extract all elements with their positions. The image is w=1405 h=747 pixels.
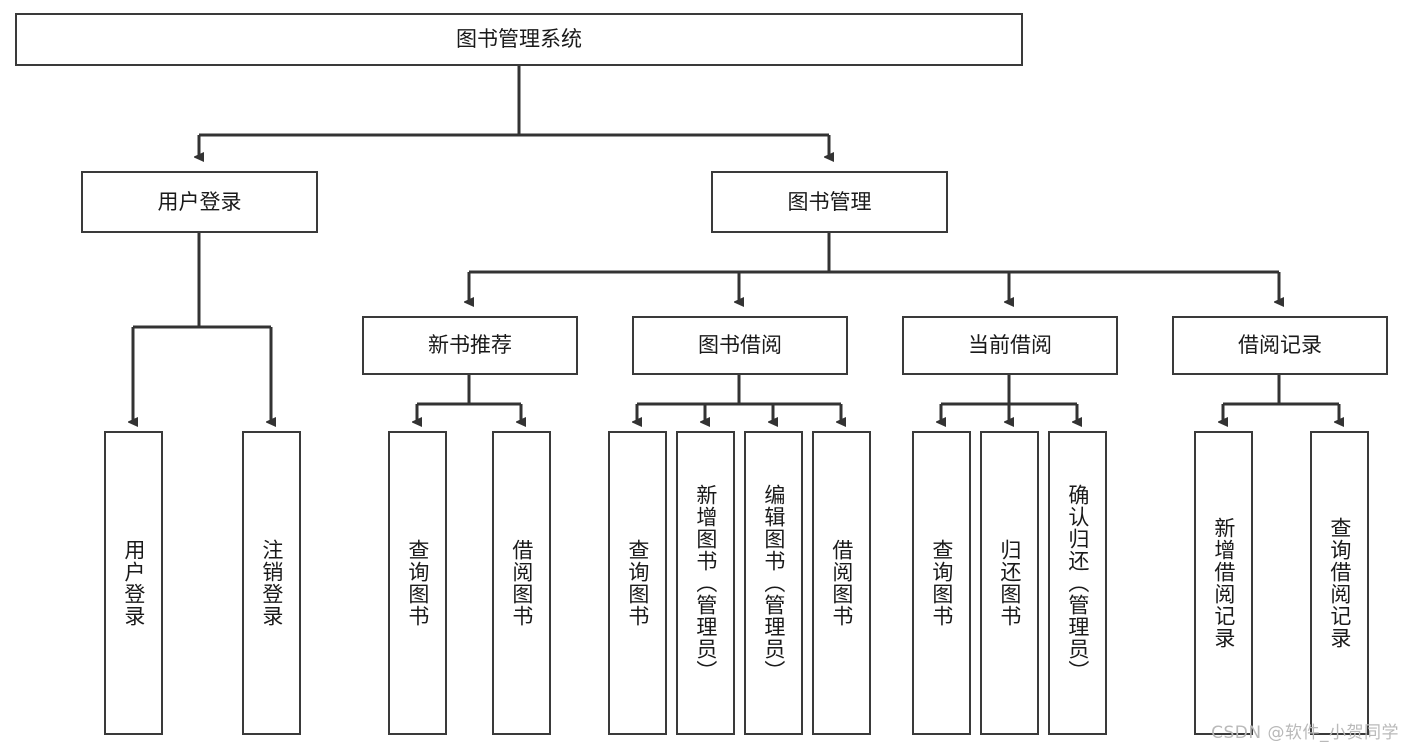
node-label: 借阅图书 bbox=[829, 539, 854, 627]
node-leaf-borrow-books[interactable]: 借阅图书 bbox=[812, 431, 871, 735]
node-new-book-recommendation[interactable]: 新书推荐 bbox=[362, 316, 578, 375]
node-label: 查询图书 bbox=[625, 539, 650, 627]
node-book-management[interactable]: 图书管理 bbox=[711, 171, 948, 233]
node-label: 新书推荐 bbox=[428, 333, 512, 358]
node-leaf-query-books-recommend[interactable]: 查询图书 bbox=[388, 431, 447, 735]
node-label: 新增图书（管理员） bbox=[693, 484, 718, 682]
node-leaf-logout[interactable]: 注销登录 bbox=[242, 431, 301, 735]
node-label: 图书管理系统 bbox=[456, 27, 582, 52]
watermark-text: CSDN @软件_小贺同学 bbox=[1211, 723, 1399, 743]
node-leaf-query-books-current[interactable]: 查询图书 bbox=[912, 431, 971, 735]
node-leaf-query-borrow-record[interactable]: 查询借阅记录 bbox=[1310, 431, 1369, 735]
node-borrow-records[interactable]: 借阅记录 bbox=[1172, 316, 1388, 375]
node-label: 用户登录 bbox=[121, 539, 146, 627]
node-label: 查询图书 bbox=[929, 539, 954, 627]
node-label: 新增借阅记录 bbox=[1211, 517, 1236, 649]
node-leaf-user-login[interactable]: 用户登录 bbox=[104, 431, 163, 735]
node-label: 查询图书 bbox=[405, 539, 430, 627]
node-label: 注销登录 bbox=[259, 539, 284, 627]
node-leaf-add-borrow-record[interactable]: 新增借阅记录 bbox=[1194, 431, 1253, 735]
node-label: 图书借阅 bbox=[698, 333, 782, 358]
node-leaf-return-books[interactable]: 归还图书 bbox=[980, 431, 1039, 735]
node-label: 编辑图书（管理员） bbox=[761, 484, 786, 682]
node-leaf-borrow-books-recommend[interactable]: 借阅图书 bbox=[492, 431, 551, 735]
node-user-login[interactable]: 用户登录 bbox=[81, 171, 318, 233]
node-leaf-query-books-borrow[interactable]: 查询图书 bbox=[608, 431, 667, 735]
node-label: 确认归还（管理员） bbox=[1065, 484, 1090, 682]
node-root-book-management-system[interactable]: 图书管理系统 bbox=[15, 13, 1023, 66]
node-label: 当前借阅 bbox=[968, 333, 1052, 358]
node-label: 借阅记录 bbox=[1238, 333, 1322, 358]
node-label: 图书管理 bbox=[787, 189, 872, 214]
node-leaf-edit-book-admin[interactable]: 编辑图书（管理员） bbox=[744, 431, 803, 735]
node-leaf-add-book-admin[interactable]: 新增图书（管理员） bbox=[676, 431, 735, 735]
node-label: 归还图书 bbox=[997, 539, 1022, 627]
node-leaf-confirm-return-admin[interactable]: 确认归还（管理员） bbox=[1048, 431, 1107, 735]
node-book-borrowing[interactable]: 图书借阅 bbox=[632, 316, 848, 375]
node-label: 借阅图书 bbox=[509, 539, 534, 627]
node-current-borrowing[interactable]: 当前借阅 bbox=[902, 316, 1118, 375]
node-label: 查询借阅记录 bbox=[1327, 517, 1352, 649]
node-label: 用户登录 bbox=[157, 189, 242, 214]
